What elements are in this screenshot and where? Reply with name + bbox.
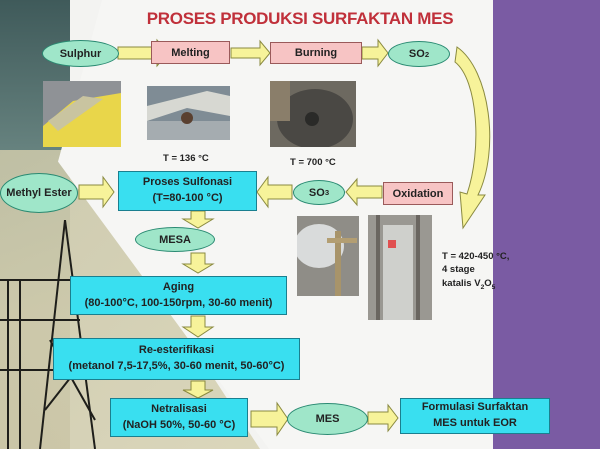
node-label: Proses Sulfonasi	[142, 176, 233, 189]
subscript: 2	[480, 283, 485, 291]
node-label: Burning	[294, 47, 338, 59]
node-label: Methyl Ester	[6, 187, 72, 199]
node-burning: Burning	[270, 42, 362, 64]
burning-photo	[270, 81, 356, 147]
node-proses-sulfonasi: Proses Sulfonasi (T=80-100 °C)	[118, 171, 257, 211]
node-mes: MES	[287, 403, 368, 435]
arrow-right-icon	[230, 39, 271, 67]
arrow-right-icon	[78, 175, 115, 209]
node-condition: (T=80-100 °C)	[152, 192, 223, 204]
oxidation-photo	[368, 215, 432, 320]
node-label: Netralisasi	[151, 402, 207, 415]
arrow-down-icon	[181, 252, 215, 274]
page-title: PROSES PRODUKSI SURFAKTAN MES	[146, 9, 454, 28]
node-aging: Aging (80-100°C, 100-150rpm, 30-60 menit)	[70, 276, 287, 315]
node-oxidation: Oxidation	[383, 182, 453, 205]
subscript: 3	[324, 188, 330, 197]
node-sulphur: Sulphur	[42, 40, 119, 67]
node-label: Melting	[171, 46, 210, 59]
catalyst-text: O	[484, 277, 492, 289]
arrow-right-icon	[367, 403, 399, 433]
node-label: MESA	[159, 233, 191, 246]
node-condition: (NaOH 50%, 50-60 °C)	[122, 418, 236, 431]
node-label: Sulphur	[59, 47, 102, 60]
arrow-right-icon	[361, 38, 389, 68]
subscript: 5	[491, 283, 496, 291]
melting-temperature: T = 136 °C	[163, 153, 209, 164]
node-re-esterifikasi: Re-esterifikasi (metanol 7,5-17,5%, 30-60…	[53, 338, 300, 380]
node-label: Formulasi Surfaktan	[421, 401, 529, 414]
oxidation-stage: 4 stage	[442, 264, 475, 276]
node-condition: (80-100°C, 100-150rpm, 30-60 menit)	[84, 296, 273, 309]
curved-arrow-icon	[454, 46, 491, 230]
purple-sidebar	[493, 0, 600, 449]
arrow-down-icon	[181, 315, 215, 338]
node-mesa: MESA	[135, 227, 215, 252]
sulfonation-photo	[297, 216, 359, 296]
arrow-left-icon	[345, 177, 383, 207]
arrow-left-icon	[256, 175, 293, 209]
node-condition: (metanol 7,5-17,5%, 30-60 menit, 50-60°C…	[68, 360, 285, 372]
arrow-right-icon	[250, 401, 289, 437]
sulphur-photo	[43, 81, 121, 147]
node-label: MES	[315, 413, 340, 425]
node-melting: Melting	[151, 41, 230, 64]
node-label: Oxidation	[392, 187, 444, 200]
node-label: SO	[408, 48, 425, 60]
node-label: MES untuk EOR	[433, 417, 517, 429]
subscript: 2	[424, 49, 430, 59]
catalyst-text: katalis V	[442, 277, 481, 289]
node-label: SO	[308, 186, 325, 199]
node-label: Re-esterifikasi	[138, 344, 215, 357]
oxidation-temperature: T = 420-450 °C,	[442, 251, 510, 262]
node-methyl-ester: Methyl Ester	[0, 173, 78, 213]
node-label: Aging	[162, 280, 195, 293]
burning-temperature: T = 700 °C	[290, 157, 336, 168]
arrow-down-icon	[181, 210, 215, 229]
node-netralisasi: Netralisasi (NaOH 50%, 50-60 °C)	[110, 398, 248, 437]
oxidation-catalyst: katalis V2O5	[442, 277, 509, 292]
arrow-down-icon	[182, 380, 214, 399]
oxidation-conditions: T = 420-450 °C, 4 stage katalis V2O5	[442, 250, 509, 292]
melting-photo	[147, 86, 230, 140]
